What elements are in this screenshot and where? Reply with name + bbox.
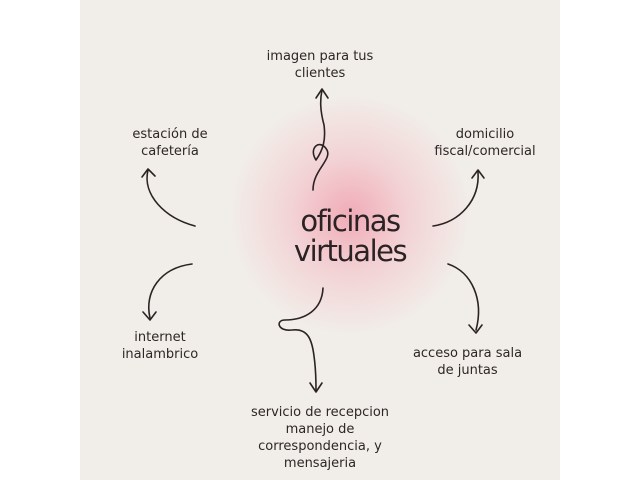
label-cafeteria: estación de cafetería xyxy=(100,126,240,160)
label-juntas-line-1: acceso para sala xyxy=(412,346,523,361)
diagram-title: oficinas virtuales xyxy=(230,206,470,266)
label-cafeteria-line-2: cafetería xyxy=(141,144,199,159)
label-imagen-line-1: imagen para tus xyxy=(266,49,374,64)
arrow-to-imagen xyxy=(312,89,329,191)
arrow-to-domicilio xyxy=(432,171,479,227)
label-servicio-line-3: correspondencia, y xyxy=(258,439,382,454)
arrowhead-servicio xyxy=(309,382,323,393)
label-servicio-line-2: manejo de xyxy=(285,422,355,437)
title-line-2: virtuales xyxy=(293,234,408,268)
label-domicilio-line-2: fiscal/comercial xyxy=(434,144,536,159)
diagram-canvas: oficinas virtuales imagen para tus clien… xyxy=(80,0,560,480)
arrowhead-imagen xyxy=(315,88,329,99)
connector-arrows xyxy=(141,88,485,393)
label-juntas-line-2: de juntas xyxy=(437,363,498,378)
label-internet: internet inalambrico xyxy=(100,329,220,363)
label-juntas: acceso para sala de juntas xyxy=(395,345,540,379)
arrowhead-domicilio xyxy=(471,169,485,179)
label-domicilio-line-1: domicilio xyxy=(455,127,515,142)
label-cafeteria-line-1: estación de xyxy=(132,127,208,142)
label-internet-line-1: internet xyxy=(134,330,186,345)
center-glow xyxy=(230,95,470,335)
arrow-to-internet xyxy=(148,263,193,319)
arrowhead-juntas xyxy=(468,324,483,334)
label-servicio: servicio de recepcion manejo de correspo… xyxy=(235,404,405,472)
label-imagen-line-2: clientes xyxy=(294,66,346,81)
arrowhead-internet xyxy=(142,311,157,321)
arrow-to-cafeteria xyxy=(146,169,196,227)
arrow-to-servicio xyxy=(278,287,324,391)
label-servicio-line-1: servicio de recepcion xyxy=(250,405,390,420)
label-imagen: imagen para tus clientes xyxy=(240,48,400,82)
label-internet-line-2: inalambrico xyxy=(121,347,199,362)
arrowhead-cafeteria xyxy=(141,168,156,178)
label-domicilio: domicilio fiscal/comercial xyxy=(410,126,560,160)
label-servicio-line-4: mensajeria xyxy=(283,456,357,471)
arrow-to-juntas xyxy=(447,263,480,331)
title-line-1: oficinas xyxy=(300,204,401,238)
